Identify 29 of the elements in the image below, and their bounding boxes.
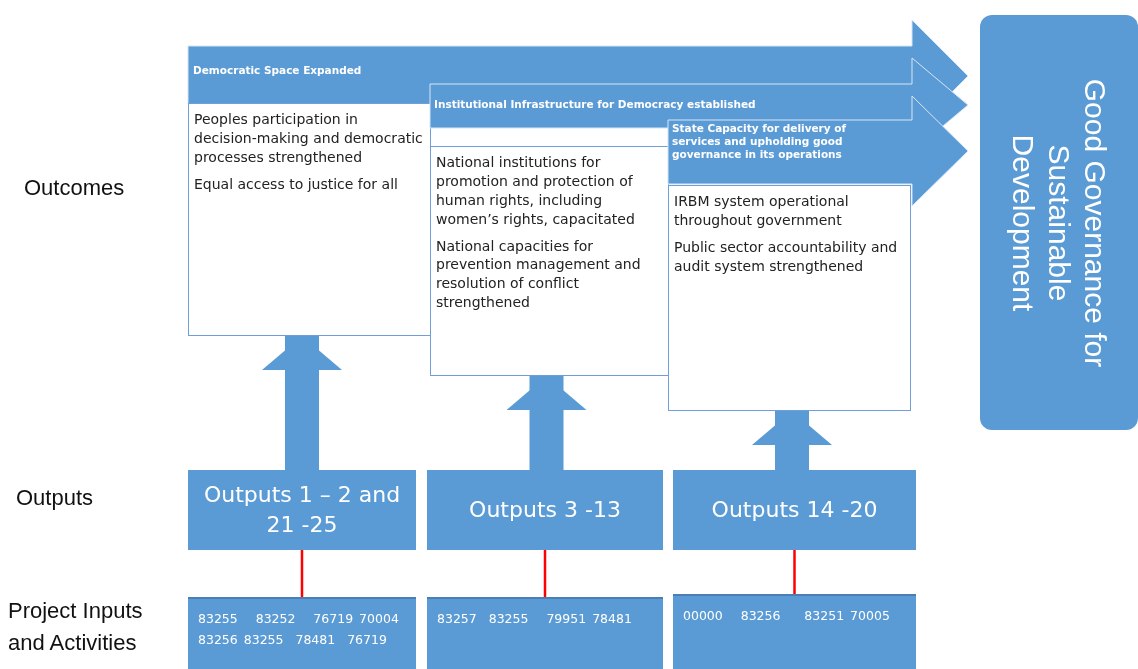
project-box: 83255 83252 76719 70004 83256 83255 78481 76719	[188, 597, 416, 669]
outputs-box: Outputs 3 -13	[427, 470, 663, 550]
connector-line	[793, 550, 796, 594]
project-box: 00000 83256 83251 70005	[673, 594, 916, 669]
outcome-text: Peoples participation in decision-making and democratic processes strengthened	[194, 110, 424, 167]
goal-text: Good Governance for Sustainable Development	[1006, 77, 1113, 369]
project-box: 83257 83255 79951 78481	[427, 597, 663, 669]
outcome-heading: Democratic Space Expanded	[193, 64, 363, 78]
outcome-text: National capacities for prevention management and resolution of conflict strengthened	[436, 236, 642, 313]
connector-line	[300, 550, 304, 597]
outcome-text: National institutions for promotion and protection of human rights, including women’s rights, capacitated	[436, 153, 636, 229]
outputs-box: Outputs 14 -20	[673, 470, 916, 550]
outcome-text: IRBM system operational throughout government	[674, 192, 850, 230]
outcome-heading: State Capacity for delivery of services and upholding good governance in its operations	[672, 122, 848, 162]
outcome-heading: Institutional Infrastructure for Democracy established	[434, 98, 757, 112]
row-label: Outcomes	[24, 174, 126, 202]
outcome-box	[668, 185, 911, 411]
block-arrow	[262, 336, 342, 470]
block-arrow	[506, 376, 587, 470]
outputs-box: Outputs 1 – 2 and 21 -25	[188, 470, 416, 550]
outcome-text: Equal access to justice for all	[194, 174, 399, 194]
row-label: Project Inputs and Activities	[8, 597, 144, 657]
block-arrow	[752, 411, 832, 470]
row-label: Outputs	[16, 484, 95, 512]
outcome-box	[430, 146, 669, 376]
outcome-text: Public sector accountability and audit system strengthened	[674, 237, 899, 276]
connector-line	[543, 550, 547, 597]
outcome-box	[188, 103, 431, 336]
goal-banner	[980, 15, 1138, 430]
